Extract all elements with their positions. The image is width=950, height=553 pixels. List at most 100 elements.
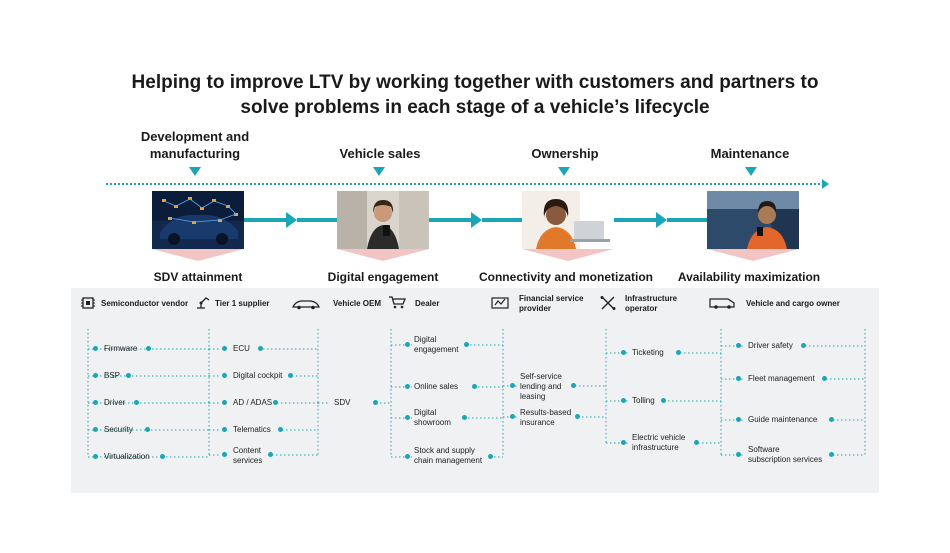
stage-marker-1 (189, 167, 201, 176)
photo-shadow-4 (707, 249, 799, 261)
list-item: BSP (104, 371, 121, 380)
connector-3 (614, 218, 656, 222)
list-item: Telematics (233, 425, 271, 434)
connector-arrow-icon (656, 212, 667, 228)
list-item: ECU (233, 344, 250, 353)
node-dot (222, 346, 227, 351)
sdv-circuit-image (152, 191, 244, 249)
title-line-1: Helping to improve LTV by working togeth… (131, 72, 819, 93)
node-dot (464, 342, 469, 347)
list-item: Stock and supply chain management (414, 446, 483, 465)
node-dot (288, 373, 293, 378)
list-item: Ticketing (632, 348, 664, 357)
node-dot (462, 415, 467, 420)
connector-1b (297, 218, 337, 222)
node-dot (134, 400, 139, 405)
list-item: Digital engagement (414, 335, 459, 354)
list-item: Online sales (414, 382, 459, 391)
node-dot (829, 417, 834, 422)
node-dot (736, 376, 741, 381)
list-item: Virtualization (104, 452, 150, 461)
category-infrastructure: Infrastructure operator (625, 294, 678, 313)
node-dot (801, 343, 806, 348)
node-dot (222, 373, 227, 378)
list-item: SDV (334, 398, 351, 407)
car-icon (291, 297, 321, 311)
node-dot (694, 440, 699, 445)
list-item: Digital cockpit (233, 371, 283, 380)
robot-arm-icon (194, 295, 212, 309)
node-dot (273, 400, 278, 405)
chip-icon (79, 296, 97, 310)
node-dot (736, 417, 741, 422)
list-item: Tolling (632, 396, 655, 405)
category-semiconductor: Semiconductor vendor (101, 299, 189, 308)
connector-1 (244, 218, 286, 222)
node-dot (405, 384, 410, 389)
node-dot (829, 452, 834, 457)
node-dot (222, 452, 227, 457)
list-item: Fleet management (748, 374, 815, 383)
node-dot (93, 346, 98, 351)
list-item: Firmware (104, 344, 138, 353)
node-dot (822, 376, 827, 381)
node-dot (405, 415, 410, 420)
category-tier1: Tier 1 supplier (215, 299, 270, 308)
node-dot (93, 427, 98, 432)
node-dot (373, 400, 378, 405)
connector-2b (482, 218, 522, 222)
stage-label-vehicle-sales: Vehicle sales (339, 146, 421, 161)
node-dot (146, 346, 151, 351)
node-dot (575, 414, 580, 419)
list-item: Electric vehicle infrastructure (632, 433, 686, 452)
outcome-connectivity: Connectivity and monetization (478, 270, 653, 284)
node-dot (258, 346, 263, 351)
connector-3b (667, 218, 707, 222)
node-dot (472, 384, 477, 389)
outcome-digital: Digital engagement (327, 270, 439, 284)
connector-arrow-icon (286, 212, 297, 228)
stage-marker-2 (373, 167, 385, 176)
node-dot (222, 400, 227, 405)
stage-marker-4 (745, 167, 757, 176)
connector-2 (429, 218, 471, 222)
timeline-arrow-icon (822, 179, 829, 189)
list-item: Content services (233, 446, 263, 465)
node-dot (145, 427, 150, 432)
stage-label-development: Development and manufacturing (140, 129, 250, 161)
stage-label-ownership: Ownership (531, 146, 599, 161)
node-dot (571, 383, 576, 388)
node-dot (126, 373, 131, 378)
list-item: Driver (104, 398, 126, 407)
list-item: Security (104, 425, 133, 434)
list-item: Digital showroom (414, 408, 451, 427)
outcome-availability: Availability maximization (677, 270, 821, 284)
category-financial: Financial service provider (519, 294, 584, 313)
node-dot (278, 427, 283, 432)
node-dot (93, 454, 98, 459)
node-dot (661, 398, 666, 403)
node-dot (676, 350, 681, 355)
node-dot (222, 427, 227, 432)
list-item: Driver safety (748, 341, 793, 350)
node-dot (405, 454, 410, 459)
node-dot (405, 342, 410, 347)
node-dot (93, 400, 98, 405)
photo-shadow-2 (337, 249, 429, 261)
laptop-shopper-image (522, 191, 614, 249)
node-dot (621, 350, 626, 355)
outcome-sdv: SDV attainment (153, 270, 243, 284)
category-dealer: Dealer (415, 299, 440, 308)
node-dot (160, 454, 165, 459)
page-title: Helping to improve LTV by working togeth… (0, 70, 950, 120)
stage-marker-3 (558, 167, 570, 176)
list-item: Results-based insurance (520, 408, 572, 427)
node-dot (488, 454, 493, 459)
list-item: Self-service lending and leasing (520, 372, 562, 401)
customer-phone-image (337, 191, 429, 249)
check-document-icon (491, 296, 509, 310)
node-dot (268, 452, 273, 457)
node-dot (510, 414, 515, 419)
node-dot (510, 383, 515, 388)
